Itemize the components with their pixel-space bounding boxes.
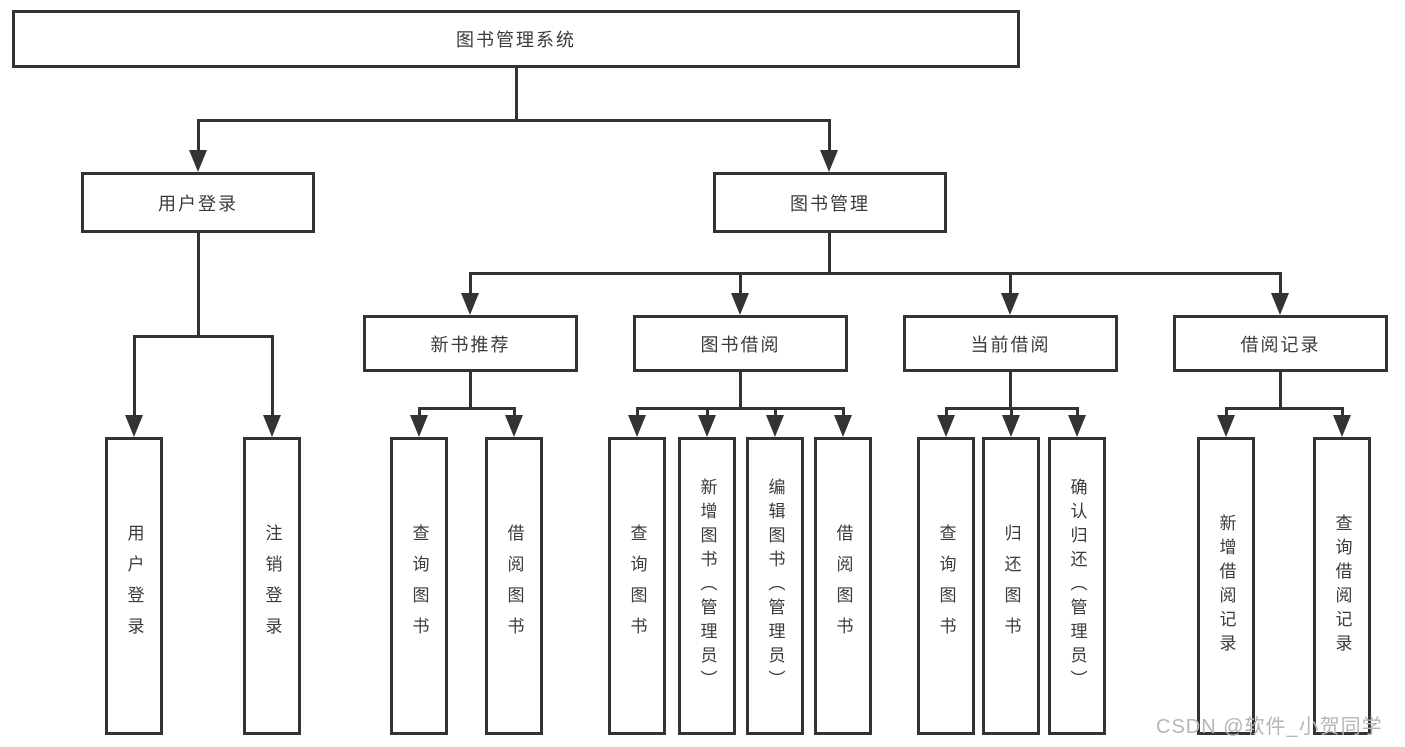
leaf-borrow-books-borrowing: 借阅图书 [814, 437, 872, 735]
arrow-down-icon [731, 293, 749, 315]
connector-stem-current-borrowing [1009, 272, 1012, 295]
connector-user-login-span [133, 335, 274, 338]
leaf-return-books: 归还图书 [982, 437, 1040, 735]
arrow-down-icon [1068, 415, 1086, 437]
connector-stem-book-borrowing [739, 272, 742, 295]
node-label: 确认归还（管理员） [1067, 478, 1087, 694]
connector-stem [418, 407, 421, 418]
connector-stem [1341, 407, 1344, 418]
node-book-borrowing: 图书借阅 [633, 315, 848, 372]
connector-stem-new-book [469, 272, 472, 295]
node-library-management-system: 图书管理系统 [12, 10, 1020, 68]
connector-stem [945, 407, 948, 418]
connector-stem-user-login [197, 119, 200, 153]
connector-stem-leaf-logout [271, 335, 274, 417]
connector-root-span [197, 119, 831, 122]
connector-borrowing-records-down [1279, 372, 1282, 409]
arrow-down-icon [1333, 415, 1351, 437]
leaf-query-books-borrowing: 查询图书 [608, 437, 666, 735]
leaf-confirm-return-admin: 确认归还（管理员） [1048, 437, 1106, 735]
connector-stem [842, 407, 845, 418]
connector-stem [1010, 407, 1013, 418]
node-label: 图书管理 [790, 193, 870, 214]
node-borrowing-records: 借阅记录 [1173, 315, 1388, 372]
node-label: 当前借阅 [970, 334, 1051, 355]
leaf-add-borrow-record: 新增借阅记录 [1197, 437, 1255, 735]
leaf-query-borrow-record: 查询借阅记录 [1313, 437, 1371, 735]
connector-new-book-span [418, 407, 516, 410]
connector-book-borrowing-down [739, 372, 742, 409]
connector-current-borrowing-down [1009, 372, 1012, 409]
arrow-down-icon [1217, 415, 1235, 437]
leaf-logout: 注销登录 [243, 437, 301, 735]
arrow-down-icon [820, 150, 838, 172]
arrow-down-icon [461, 293, 479, 315]
arrow-down-icon [263, 415, 281, 437]
connector-book-management-down [828, 233, 831, 274]
leaf-borrow-books-recommend: 借阅图书 [485, 437, 543, 735]
connector-stem-book-management [828, 119, 831, 153]
node-label: 查询图书 [409, 524, 429, 648]
node-new-book-recommendation: 新书推荐 [363, 315, 578, 372]
node-label: 查询图书 [936, 524, 956, 648]
node-current-borrowing: 当前借阅 [903, 315, 1118, 372]
leaf-query-books-recommend: 查询图书 [390, 437, 448, 735]
node-label: 新增借阅记录 [1216, 514, 1236, 658]
node-label: 查询借阅记录 [1332, 514, 1352, 658]
node-label: 新书推荐 [430, 334, 511, 355]
node-label: 借阅记录 [1240, 334, 1321, 355]
arrow-down-icon [125, 415, 143, 437]
arrow-down-icon [1001, 293, 1019, 315]
connector-stem-borrowing-records [1279, 272, 1282, 295]
connector-stem [513, 407, 516, 418]
node-label: 借阅图书 [504, 524, 524, 648]
node-label: 图书管理系统 [456, 30, 576, 50]
node-label: 注销登录 [262, 524, 282, 648]
arrow-down-icon [189, 150, 207, 172]
connector-book-management-span [469, 272, 1282, 275]
arrow-down-icon [628, 415, 646, 437]
node-label: 用户登录 [158, 193, 238, 214]
leaf-user-login: 用户登录 [105, 437, 163, 735]
node-label: 用户登录 [124, 524, 144, 648]
connector-borrowing-records-span [1225, 407, 1344, 410]
node-book-management: 图书管理 [713, 172, 947, 233]
arrow-down-icon [834, 415, 852, 437]
leaf-edit-books-admin: 编辑图书（管理员） [746, 437, 804, 735]
arrow-down-icon [698, 415, 716, 437]
connector-stem [636, 407, 639, 418]
csdn-watermark: CSDN @软件_小贺同学 [1156, 716, 1383, 738]
node-label: 编辑图书（管理员） [765, 478, 785, 694]
arrow-down-icon [505, 415, 523, 437]
node-label: 查询图书 [627, 524, 647, 648]
arrow-down-icon [410, 415, 428, 437]
arrow-down-icon [1271, 293, 1289, 315]
node-label: 借阅图书 [833, 524, 853, 648]
leaf-add-books-admin: 新增图书（管理员） [678, 437, 736, 735]
connector-stem [1076, 407, 1079, 418]
node-label: 图书借阅 [700, 334, 781, 355]
arrow-down-icon [937, 415, 955, 437]
leaf-query-books-current: 查询图书 [917, 437, 975, 735]
connector-root-down [515, 68, 518, 120]
connector-stem [1225, 407, 1228, 418]
connector-book-borrowing-span [636, 407, 845, 410]
connector-stem-leaf-user-login [133, 335, 136, 417]
connector-stem [774, 407, 777, 418]
connector-stem [706, 407, 709, 418]
arrow-down-icon [1002, 415, 1020, 437]
connector-new-book-down [469, 372, 472, 409]
node-label: 新增图书（管理员） [697, 478, 717, 694]
arrow-down-icon [766, 415, 784, 437]
node-label: 归还图书 [1001, 524, 1021, 648]
node-user-login: 用户登录 [81, 172, 315, 233]
connector-user-login-down [197, 233, 200, 336]
